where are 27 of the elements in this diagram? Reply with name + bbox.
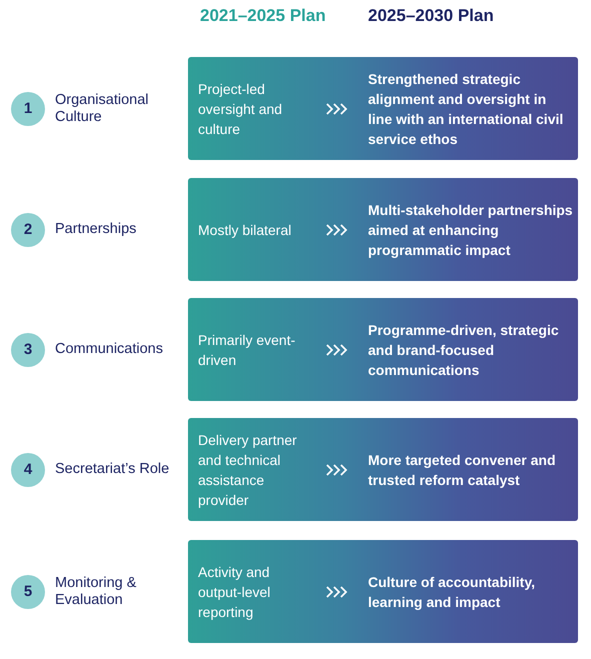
plan-band	[188, 540, 578, 643]
row-label: Partnerships	[55, 221, 138, 238]
plan-band	[188, 57, 578, 160]
plan-band	[188, 298, 578, 401]
current-plan-text: Primarily event-driven	[198, 330, 296, 370]
number-badge: 2	[11, 212, 45, 246]
current-plan-text: Delivery partner and technical assistance provider	[198, 430, 298, 510]
plan-band	[188, 418, 578, 521]
current-plan-text: Project-led oversight and culture	[198, 80, 284, 138]
row-label: Communications	[55, 341, 164, 358]
row-label: Monitoring & Evaluation	[55, 574, 138, 608]
column-heading: 2025–2030 Plan	[368, 6, 495, 26]
current-plan-text: Activity and output-level reporting	[198, 562, 272, 622]
column-heading: 2021–2025 Plan	[200, 6, 327, 26]
future-plan-text: Strengthened strategic alignment and oversight in line with an international civil service ethos	[368, 70, 564, 148]
number-badge: 3	[11, 332, 45, 366]
future-plan-text: Multi-stakeholder partnerships aimed at enhancing programmatic impact	[368, 200, 573, 260]
number-badge: 5	[11, 574, 45, 608]
number-badge: 4	[11, 452, 45, 486]
future-plan-text: More targeted convener and trusted reform catalyst	[368, 450, 556, 490]
row-label: Organisational Culture	[55, 92, 150, 126]
future-plan-text: Culture of accountability, learning and impact	[368, 572, 536, 612]
row-label: Secretariat’s Role	[55, 461, 170, 478]
plan-band	[188, 178, 578, 281]
future-plan-text: Programme-driven, strategic and brand-focused communications	[368, 320, 560, 380]
current-plan-text: Mostly bilateral	[198, 220, 292, 240]
number-badge: 1	[11, 92, 45, 126]
